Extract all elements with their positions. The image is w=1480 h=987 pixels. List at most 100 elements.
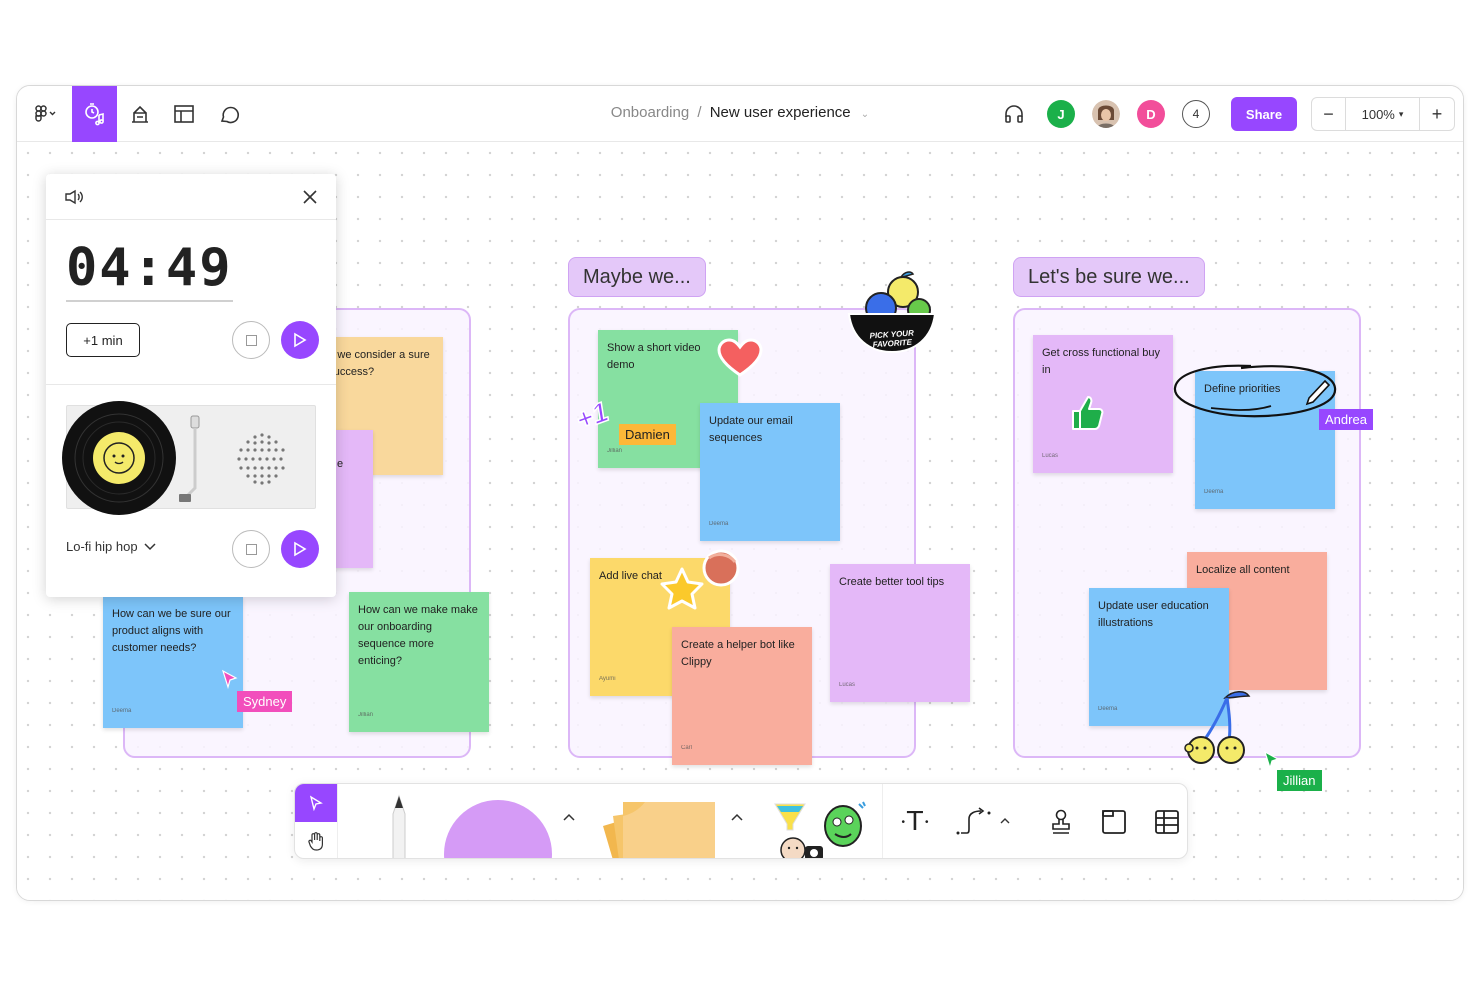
avatar-j[interactable]: J	[1047, 100, 1075, 128]
chevron-down-icon	[144, 542, 156, 550]
timer-stop-button[interactable]	[232, 321, 270, 359]
templates-button[interactable]	[162, 86, 206, 142]
sticky-author: Carl	[681, 745, 693, 751]
close-icon[interactable]	[302, 189, 318, 205]
sticky-mid-violet[interactable]: Create better tool tips Lucas	[830, 564, 970, 702]
more-users-count[interactable]: 4	[1182, 100, 1210, 128]
star-sticker-icon[interactable]	[659, 566, 705, 610]
pen-cursor-icon	[1305, 379, 1331, 406]
board-canvas[interactable]: t do we consider a sure of success? e Ho…	[17, 142, 1463, 900]
cursor-arrow-icon	[309, 795, 323, 811]
connector-icon	[956, 807, 991, 835]
cursor-arrow-icon	[221, 669, 238, 690]
tonearm-icon	[179, 415, 200, 502]
timer-header	[46, 174, 336, 220]
sticky-right-violet[interactable]: Get cross functional buy in Lucas	[1033, 335, 1173, 473]
fruit-bowl-icon	[847, 271, 937, 354]
sticky-text: Update user education illustrations	[1098, 600, 1209, 629]
top-bar: Onboarding / New user experience ⌄ J D 4…	[17, 86, 1463, 142]
avatar-d[interactable]: D	[1137, 100, 1165, 128]
sticky-text: How can we make make our onboarding sequ…	[358, 604, 478, 667]
stop-icon	[245, 334, 257, 346]
record-player	[62, 401, 316, 515]
chevron-up-icon[interactable]	[731, 812, 743, 822]
breadcrumb-parent[interactable]: Onboarding	[610, 104, 690, 121]
headphones-icon	[1005, 105, 1023, 123]
stamp-tool[interactable]	[1041, 802, 1081, 842]
music-stop-button[interactable]	[232, 530, 270, 568]
file-title[interactable]: New user experience	[709, 104, 851, 121]
figjam-logo-icon	[35, 105, 56, 122]
share-button[interactable]: Share	[1231, 97, 1297, 131]
section-title-middle[interactable]: Maybe we...	[568, 257, 706, 297]
shape-tool-icon[interactable]	[443, 798, 553, 859]
sticky-mid-salmon[interactable]: Create a helper bot like Clippy Carl	[672, 627, 812, 765]
sticky-text: Update our email sequences	[709, 415, 793, 444]
marker-tool-icon[interactable]	[377, 794, 421, 859]
hand-tool[interactable]	[295, 822, 337, 858]
timer-music-icon	[84, 103, 104, 126]
cursor-label-sydney: Sydney	[237, 691, 293, 712]
sticky-mid-blue[interactable]: Update our email sequences Deema	[700, 403, 840, 541]
stamp-icon	[1052, 809, 1070, 834]
text-tool[interactable]: • T •	[895, 802, 935, 842]
zoom-level-dropdown[interactable]: 100% ▾	[1346, 98, 1420, 130]
sticky-text: Create better tool tips	[839, 576, 945, 588]
divider	[46, 384, 336, 385]
breadcrumb-separator: /	[697, 104, 702, 121]
music-play-button[interactable]	[281, 530, 319, 568]
chevron-up-icon[interactable]	[1000, 816, 1010, 824]
track-selector[interactable]: Lo-fi hip hop	[66, 539, 156, 554]
avatar-photo[interactable]	[1092, 100, 1120, 128]
add-minute-button[interactable]: +1 min	[66, 323, 140, 357]
sticky-text: Localize all content	[1196, 564, 1290, 576]
timer-play-button[interactable]	[281, 321, 319, 359]
sticky-author: Jillian	[607, 448, 623, 454]
section-tool[interactable]	[1094, 802, 1134, 842]
zoom-in-button[interactable]: +	[1431, 103, 1443, 124]
table-icon	[1155, 810, 1179, 834]
sticky-author: Jillian	[358, 712, 374, 718]
cherries-sticker-icon[interactable]	[1181, 688, 1257, 768]
ink-circle-annotation[interactable]	[1171, 360, 1341, 426]
sticky-text: Create a helper bot like Clippy	[681, 639, 795, 668]
table-tool[interactable]	[1147, 802, 1187, 842]
cursor-label-andrea: Andrea	[1319, 409, 1373, 430]
circle-sticker-icon[interactable]	[701, 548, 741, 588]
stickers-stamps-tool-icon[interactable]	[763, 800, 873, 859]
hand-icon	[308, 832, 323, 851]
sticky-author: Deema	[112, 708, 132, 714]
divider	[337, 784, 338, 858]
sticky-text: e	[337, 458, 344, 470]
text-dot-left: •	[901, 816, 906, 828]
pick-your-favorite-sticker[interactable]: PICK YOUR FAVORITE	[843, 270, 939, 366]
track-name: Lo-fi hip hop	[66, 539, 138, 554]
sticky-right-blue-bottom[interactable]: Update user education illustrations Deem…	[1089, 588, 1229, 726]
main-menu-button[interactable]	[25, 86, 65, 142]
timer-music-button[interactable]	[72, 86, 117, 142]
comments-button[interactable]	[207, 86, 251, 142]
sticky-note-tool-icon[interactable]	[595, 796, 721, 859]
speaker-icon[interactable]	[64, 189, 84, 205]
connector-tool[interactable]	[953, 802, 1001, 842]
section-title-right[interactable]: Let's be sure we...	[1013, 257, 1205, 297]
breadcrumb: Onboarding / New user experience ⌄	[17, 104, 1463, 121]
chevron-up-icon[interactable]	[563, 812, 575, 822]
timer-display: 04:49	[66, 238, 233, 302]
resources-button[interactable]	[118, 86, 162, 142]
timer-panel: 04:49 +1 min	[46, 174, 336, 597]
audio-button[interactable]	[992, 86, 1036, 142]
sticky-author: Deema	[1098, 706, 1118, 712]
sticky-text: Get cross functional buy in	[1042, 347, 1161, 376]
play-icon	[294, 541, 307, 557]
select-tool[interactable]	[295, 784, 337, 822]
thumbs-up-icon	[1072, 396, 1104, 430]
sticky-author: Lucas	[1042, 453, 1059, 459]
sticky-left-blue[interactable]: How can we be sure our product aligns wi…	[103, 596, 243, 728]
sticky-text: Add live chat	[599, 570, 662, 582]
heart-sticker-icon[interactable]	[717, 338, 763, 378]
sticky-left-green[interactable]: How can we make make our onboarding sequ…	[349, 592, 489, 732]
chevron-down-icon[interactable]: ⌄	[860, 109, 870, 120]
text-dot-right: •	[924, 816, 929, 828]
zoom-out-button[interactable]: −	[1312, 98, 1346, 130]
